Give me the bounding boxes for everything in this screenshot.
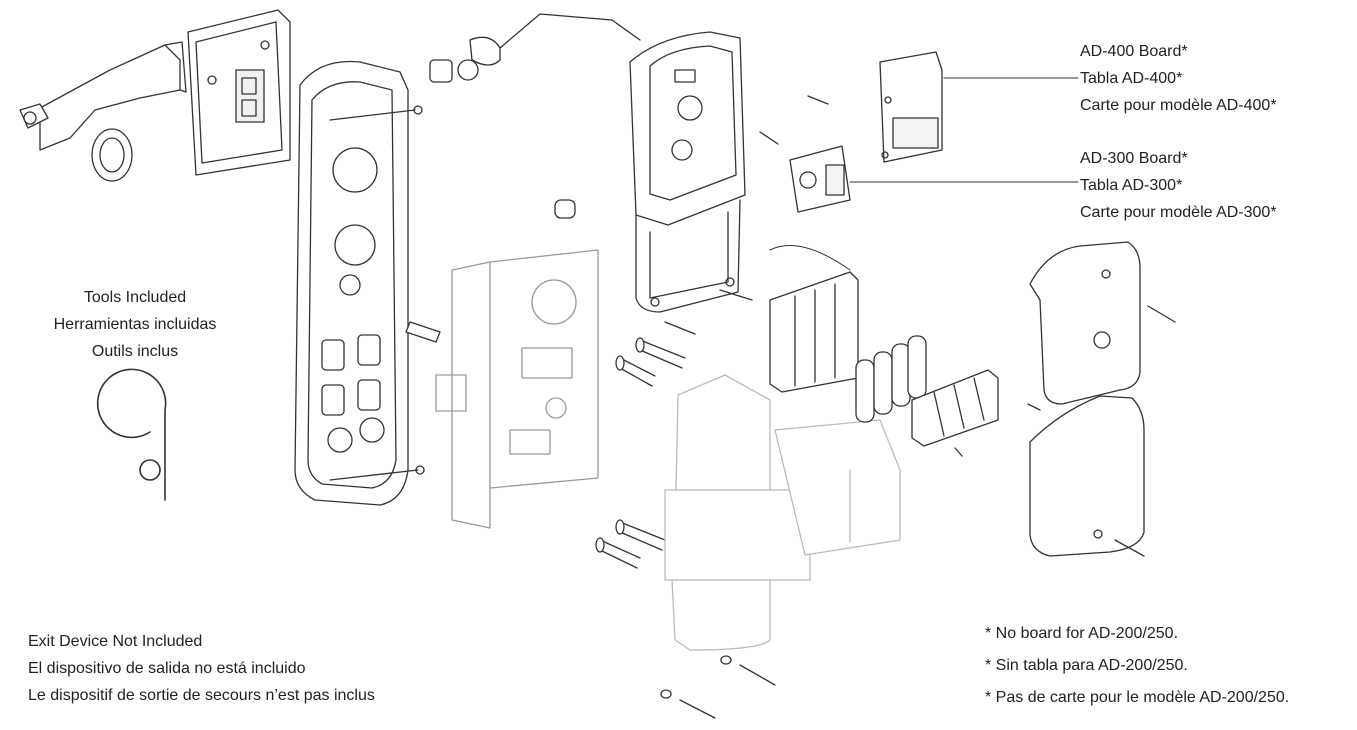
footnote-fr: * Pas de carte pour le modèle AD-200/250… xyxy=(985,689,1290,706)
tools-included-label: Tools Included Herramientas incluidas Ou… xyxy=(30,284,240,365)
exit-device-fr: Le dispositif de sortie de secours n’est… xyxy=(28,687,375,704)
rose-plate xyxy=(187,9,291,176)
ad400-board xyxy=(879,51,943,163)
ad300-label-en: AD-300 Board* xyxy=(1080,150,1188,167)
spindle-parts xyxy=(405,13,641,343)
ad400-label-es: Tabla AD-400* xyxy=(1080,70,1183,87)
escutcheon-plate xyxy=(294,60,425,506)
ad300-board xyxy=(789,145,851,213)
bottom-cover xyxy=(1029,305,1176,557)
inside-housing xyxy=(629,31,746,313)
exit-device-en: Exit Device Not Included xyxy=(28,633,203,650)
ad300-callout: AD-300 Board* Tabla AD-300* Carte pour m… xyxy=(1080,145,1277,226)
tools-label-en: Tools Included xyxy=(83,289,187,306)
exit-device-es: El dispositivo de salida no está incluid… xyxy=(28,660,306,677)
ad400-callout: AD-400 Board* Tabla AD-400* Carte pour m… xyxy=(1080,38,1277,119)
battery-holder xyxy=(911,369,1041,457)
ad300-label-fr: Carte pour modèle AD-300* xyxy=(1080,204,1277,221)
ad400-label-en: AD-400 Board* xyxy=(1080,43,1188,60)
ad300-label-es: Tabla AD-300* xyxy=(1080,177,1183,194)
mounting-pins xyxy=(595,95,829,569)
washers-screws xyxy=(660,655,776,719)
batteries xyxy=(855,335,927,423)
tools-label-es: Herramientas incluidas xyxy=(53,316,217,333)
footnotes: * No board for AD-200/250. * Sin tabla p… xyxy=(985,618,1289,714)
exit-device xyxy=(664,374,901,651)
lever-handle xyxy=(19,41,187,182)
battery-pack xyxy=(769,245,859,393)
exit-device-note: Exit Device Not Included El dispositivo … xyxy=(28,628,375,709)
tool-wrench xyxy=(96,368,167,501)
tools-label-fr: Outils inclus xyxy=(91,343,179,360)
footnote-en: * No board for AD-200/250. xyxy=(985,625,1179,642)
footnote-es: * Sin tabla para AD-200/250. xyxy=(985,657,1188,674)
callout-leaders xyxy=(849,77,1079,183)
mortise-lock xyxy=(435,249,599,529)
top-cover xyxy=(1029,241,1141,405)
ad400-label-fr: Carte pour modèle AD-400* xyxy=(1080,97,1277,114)
